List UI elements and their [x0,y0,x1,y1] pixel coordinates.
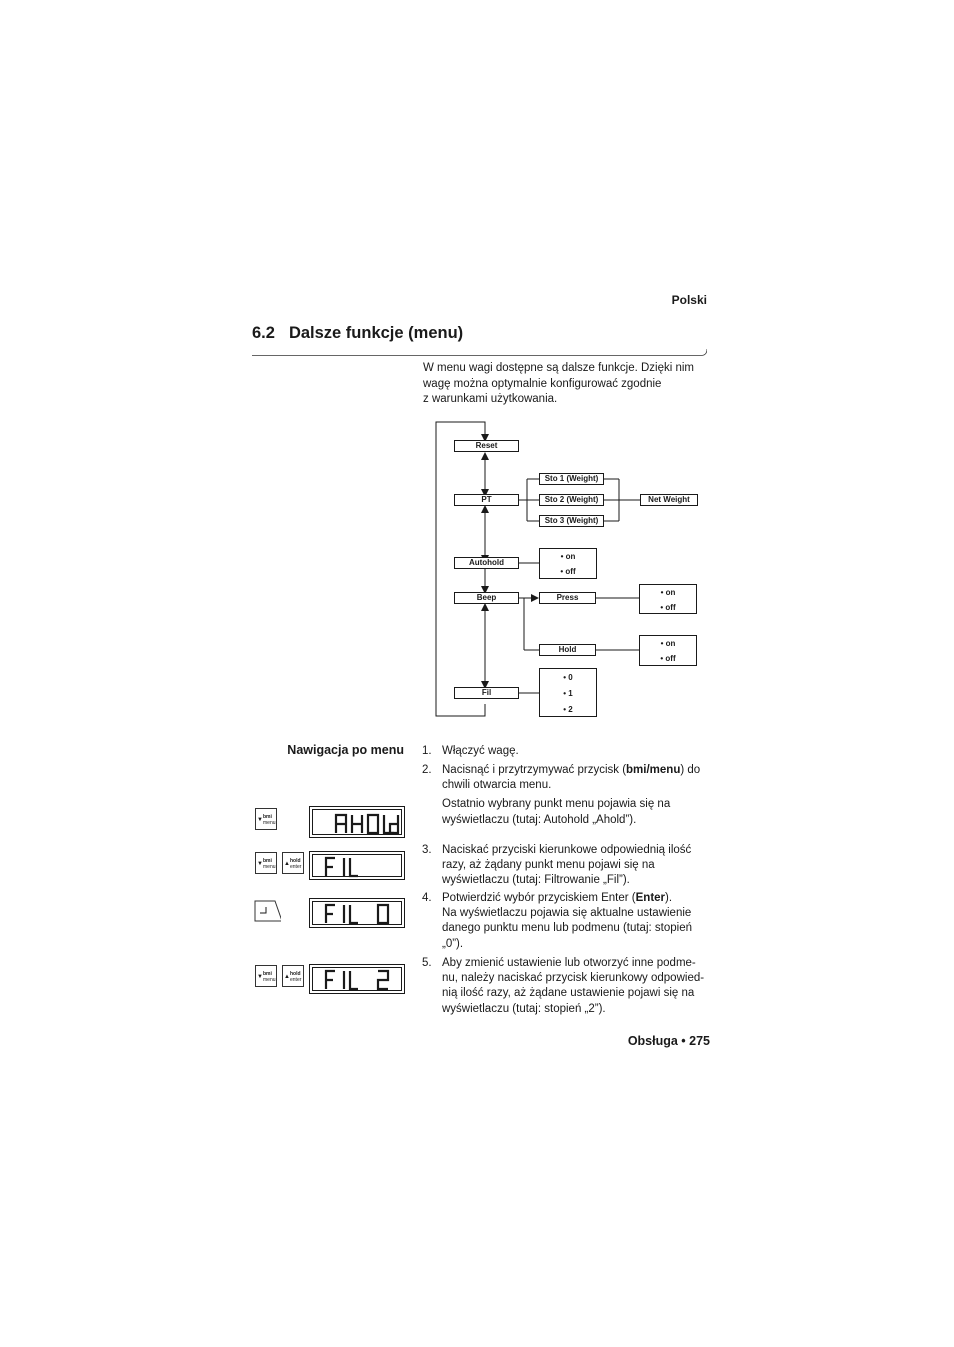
loop-arrow [481,434,489,442]
option-on: • on [660,639,676,648]
step-text-line: danego punktu menu lub podmenu (tutaj: s… [442,922,692,935]
intro-line: W menu wagi dostępne są dalsze funkcje. … [423,362,695,374]
menu-item-fil: Fil [454,687,519,699]
lcd-segments [324,969,390,991]
key-name-enter: Enter [635,892,666,904]
step-number: 4. [422,892,432,904]
option-2: • 2 [563,705,573,714]
step-number: 1. [422,745,432,757]
step-number: 5. [422,957,432,969]
lcd-segments [334,813,400,835]
menu-item-autohold: Autohold [454,557,519,569]
menu-flowchart: Reset PT Autohold Beep Fil Sto 1 (Weight… [430,418,710,720]
enter-key-icon [254,900,281,922]
step-text-line: Aby zmienić ustawienie lub otworzyć inne… [442,957,696,969]
submenu-hold: Hold [539,644,596,656]
intro-line: wagę można optymalnie konfigurować zgodn… [423,377,662,390]
option-off: • off [660,654,676,663]
lcd-display-fil-2 [309,964,405,994]
step-number: 2. [422,764,432,776]
section-divider [252,348,707,356]
option-1: • 1 [563,689,573,698]
lcd-segments [324,856,358,878]
option-on: • on [560,552,576,561]
option-off: • off [660,603,676,612]
step-text-line: wyświetlaczu (tutaj: stopień „2”). [442,1002,606,1015]
step-text-line: Naciskać przyciski kierunkowe odpowiedni… [442,844,692,856]
step-note-line: wyświetlaczu (tutaj: Autohold „Ahold”). [442,813,637,826]
lcd-display-fil-0 [309,898,405,928]
hold-options: • on • off [639,635,697,666]
step-text-line: nu, należy naciskać przycisk kierunkowy … [442,972,705,985]
flowchart-connectors [435,421,640,717]
intro-paragraph: W menu wagi dostępne są dalsze funkcje. … [423,361,713,408]
option-0: • 0 [563,673,573,682]
step-text-line: Potwierdzić wybór przyciskiem Enter (Ent… [442,892,673,904]
key-name-bmi-menu: bmi/menu [626,764,681,776]
step-text-line: chwili otwarcia menu. [442,779,552,792]
submenu-sto3: Sto 3 (Weight) [539,515,604,527]
section-number: 6.2 [252,324,275,342]
fil-options: • 0 • 1 • 2 [539,668,597,717]
section-title-text: Dalsze funkcje (menu) [288,324,464,342]
navigation-heading: Nawigacja po menu [287,743,404,757]
step-number: 3. [422,844,432,856]
step-text-line: Nacisnąć i przytrzymywać przycisk (bmi/m… [442,764,701,776]
step-text-line: „0”). [442,937,464,950]
step-text-line: wyświetlaczu (tutaj: Filtrowanie „Fil”). [442,874,630,887]
step-note-line: Ostatnio wybrany punkt menu pojawia się … [442,798,671,811]
lcd-display-fil [309,851,405,880]
intro-line: z warunkami użytkowania. [423,393,558,405]
menu-item-reset: Reset [454,440,519,452]
language-label: Polski [671,293,707,307]
menu-item-beep: Beep [454,592,519,604]
submenu-press: Press [539,592,596,604]
net-weight-box: Net Weight [640,494,698,506]
step-text-line: nią ilość razy, aż żądane ustawienie poj… [442,987,695,1000]
submenu-sto2: Sto 2 (Weight) [539,494,604,506]
autohold-options: • on • off [539,548,597,579]
option-on: • on [660,588,676,597]
submenu-sto1: Sto 1 (Weight) [539,473,604,485]
lcd-segments [324,903,390,925]
step-text-line: Na wyświetlaczu pojawia się aktualne ust… [442,907,692,920]
section-title: 6.2 Dalsze funkcje (menu) [252,324,463,343]
page-footer: Obsługa • 275 [627,1034,710,1048]
step-text-line: razy, aż żądany punkt menu pojawi się na [442,859,655,872]
step-text: Włączyć wagę. [442,745,519,757]
press-options: • on • off [639,584,697,614]
menu-item-pt: PT [454,494,519,506]
lcd-display-ahold [309,806,405,838]
option-off: • off [560,567,576,576]
